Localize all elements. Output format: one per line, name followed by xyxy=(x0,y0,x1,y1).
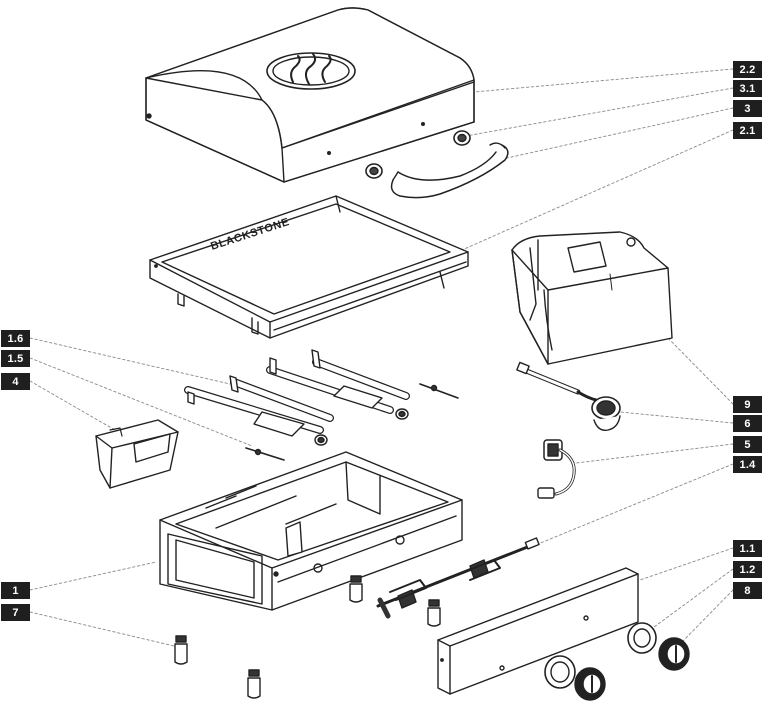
callout-8: 8 xyxy=(733,582,762,599)
leg xyxy=(248,670,260,698)
callout-2-2: 2.2 xyxy=(733,61,762,78)
callout-2-1: 2.1 xyxy=(733,122,762,139)
leg xyxy=(428,600,440,626)
hood-handle xyxy=(392,143,508,198)
callout-1-1: 1.1 xyxy=(733,540,762,557)
control-panel xyxy=(438,568,638,694)
callout-5: 5 xyxy=(733,436,762,453)
main-frame xyxy=(160,452,462,610)
callout-1-2: 1.2 xyxy=(733,561,762,578)
callout-3: 3 xyxy=(733,100,762,117)
burner-tubes xyxy=(188,350,458,460)
callout-1-4: 1.4 xyxy=(733,456,762,473)
callout-9: 9 xyxy=(733,396,762,413)
leg xyxy=(350,576,362,602)
callout-6: 6 xyxy=(733,415,762,432)
regulator-hose xyxy=(517,362,620,430)
gas-manifold xyxy=(378,538,539,616)
leg xyxy=(175,636,187,664)
griddle-top: BLACKSTONE xyxy=(150,196,468,338)
grease-cup xyxy=(96,420,178,488)
callout-1-5: 1.5 xyxy=(1,350,30,367)
carry-bag xyxy=(512,232,672,364)
leader-lines xyxy=(30,69,733,646)
callout-1-6: 1.6 xyxy=(1,330,30,347)
callout-1: 1 xyxy=(1,582,30,599)
hood-lid xyxy=(146,8,474,182)
callout-3-1: 3.1 xyxy=(733,80,762,97)
callout-7: 7 xyxy=(1,604,30,621)
callout-4: 4 xyxy=(1,373,30,390)
igniter xyxy=(538,440,574,498)
